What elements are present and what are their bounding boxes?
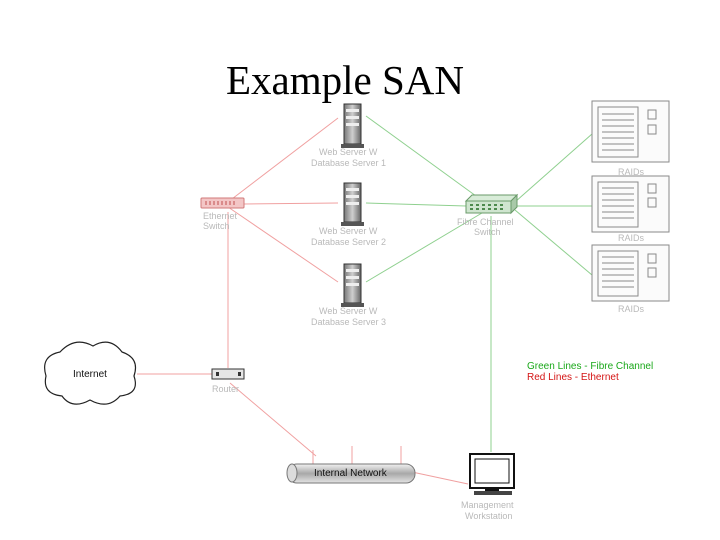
storage-array-icon [591,100,670,163]
server-1: Web Server W Database Server 1 [311,103,386,168]
server-1-label-line2: Database Server 1 [311,158,386,168]
fc-link-server2 [365,202,467,207]
internet-label: Internet [73,369,107,380]
internal-network: Internal Network [286,446,416,484]
slide-title: Example SAN [226,57,464,103]
raid-3: RAIDs [591,244,670,314]
eth-link-server1 [227,117,339,203]
eth-link-router-network [229,382,317,457]
internal-network-label: Internal Network [314,468,388,479]
server-tower-icon [341,182,364,226]
network-switch-icon [200,197,245,209]
fibre-switch-icon [464,193,519,215]
fibre-channel-switch: Fibre Channel Switch [457,193,519,237]
router-label: Router [212,384,239,394]
storage-array-icon [591,244,670,302]
monitor-icon [469,453,515,495]
ethernet-switch-label-line1: Ethernet [203,211,238,221]
ethernet-switch: Ethernet Switch [200,197,245,231]
raid-2-label: RAIDs [618,233,645,243]
ethernet-links [137,117,469,485]
server-2-label-line2: Database Server 2 [311,237,386,247]
legend-fibre-channel: Green Lines - Fibre Channel [527,361,653,372]
network-bus-icon [286,446,416,484]
server-3-label-line2: Database Server 3 [311,317,386,327]
eth-link-server3 [227,206,339,283]
raid-1: RAIDs [591,100,670,177]
server-2-label-line1: Web Server W [319,226,378,236]
fc-link-raid1 [514,133,593,203]
router: Router [211,368,245,394]
workstation-label-line1: Management [461,500,514,510]
fibre-channel-links [365,115,593,452]
router-icon [211,368,245,380]
server-1-label-line1: Web Server W [319,147,378,157]
fibre-switch-label-line1: Fibre Channel [457,217,514,227]
storage-array-icon [591,175,670,233]
legend: Green Lines - Fibre Channel Red Lines - … [527,361,653,383]
ethernet-switch-label-line2: Switch [203,221,230,231]
workstation-label-line2: Workstation [465,511,512,521]
fc-link-raid3 [514,209,593,276]
server-2: Web Server W Database Server 2 [311,182,386,247]
eth-link-server2 [243,202,339,205]
raid-1-label: RAIDs [618,167,645,177]
cloud-icon [44,341,137,405]
fc-link-server1 [365,115,488,205]
server-tower-icon [341,103,364,148]
server-tower-icon [341,263,364,307]
raid-2: RAIDs [591,175,670,243]
server-3-label-line1: Web Server W [319,306,378,316]
raid-3-label: RAIDs [618,304,645,314]
eth-link-network-workstation [411,471,469,485]
legend-ethernet: Red Lines - Ethernet [527,372,619,383]
fc-link-server3 [365,209,488,283]
workstation: Management Workstation [461,453,515,521]
internet: Internet [44,341,137,405]
fibre-switch-label-line2: Switch [474,227,501,237]
server-3: Web Server W Database Server 3 [311,263,386,327]
